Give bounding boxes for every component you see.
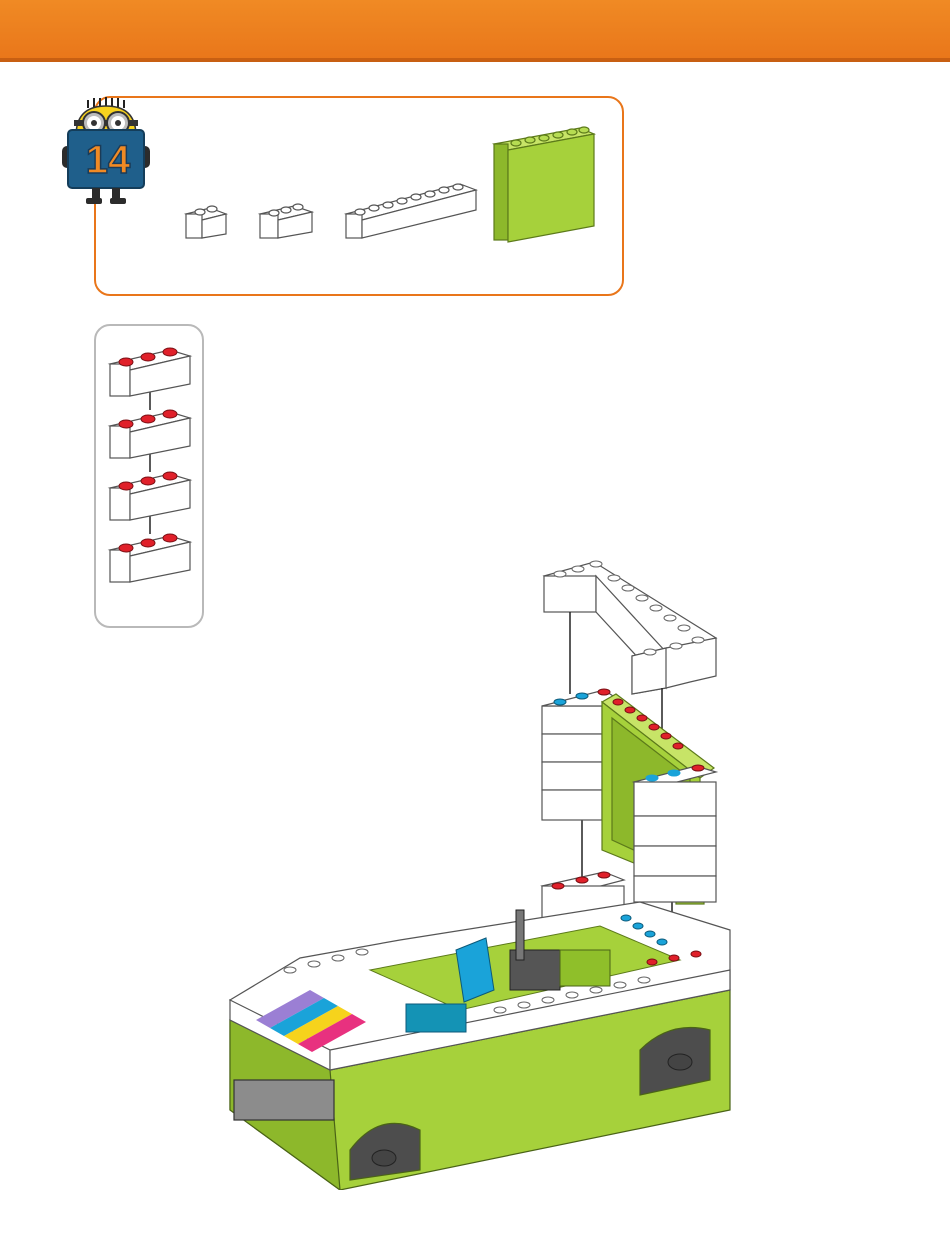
van-model-icon — [220, 550, 740, 1190]
parts-list — [170, 110, 610, 250]
header-shadow — [0, 58, 950, 62]
green-panel-icon — [494, 127, 594, 242]
white-brick-1x8-icon — [346, 184, 476, 238]
step-number: 14 — [70, 136, 146, 184]
header-bar — [0, 0, 950, 60]
white-brick-1x2-icon — [186, 206, 226, 238]
white-brick-1x3-icon — [260, 204, 312, 238]
sub-assembly-stack — [104, 340, 196, 600]
